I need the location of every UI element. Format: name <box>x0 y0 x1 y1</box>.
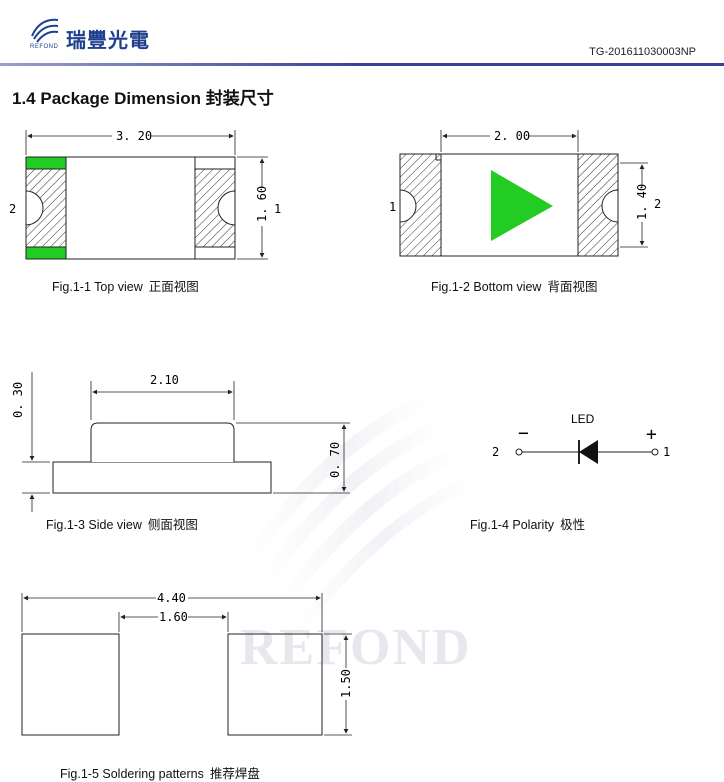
polarity-pin-left: 2 <box>492 445 499 459</box>
polarity-pin-right: 1 <box>663 445 670 459</box>
caption-side-view-en: Fig.1-3 Side view <box>46 518 142 532</box>
side-view-top-dim: 2.10 <box>150 373 179 387</box>
logo-text-cn: 瑞豐光電 <box>66 28 150 52</box>
caption-soldering-en: Fig.1-5 Soldering patterns <box>60 767 204 781</box>
soldering-pad-height-dim: 1.50 <box>339 669 353 698</box>
soldering-total-dim: 4.40 <box>157 591 186 605</box>
caption-top-view: Fig.1-1 Top view 正面视图 <box>52 276 199 295</box>
caption-bottom-view-cn: 背面视图 <box>547 279 598 294</box>
soldering-drawing <box>21 593 352 736</box>
caption-polarity: Fig.1-4 Polarity 极性 <box>470 514 585 533</box>
side-view-height-dim: 0. 70 <box>328 442 342 478</box>
top-view-length-dim: 3. 20 <box>116 129 152 143</box>
watermark-swoosh <box>244 393 478 636</box>
side-view-dome-dim: 0. 30 <box>11 382 25 418</box>
caption-soldering: Fig.1-5 Soldering patterns 推荐焊盘 <box>60 763 260 782</box>
logo-text-en: REFOND <box>30 44 59 50</box>
top-view-pin-left: 2 <box>9 202 16 216</box>
section-title-en: 1.4 Package Dimension <box>12 89 201 108</box>
caption-side-view: Fig.1-3 Side view 侧面视图 <box>46 514 198 533</box>
bottom-view-pin-left: 1 <box>389 200 396 214</box>
side-view-drawing <box>22 372 350 512</box>
header-rule <box>0 63 724 66</box>
section-title: 1.4 Package Dimension 封装尺寸 <box>12 84 274 109</box>
bottom-view-length-dim: 2. 00 <box>494 129 530 143</box>
bottom-view-width-dim: 1. 40 <box>635 184 649 220</box>
document-id: TG-201611030003NP <box>589 46 696 58</box>
bottom-view-pin-right: 2 <box>654 197 661 211</box>
top-view-width-dim: 1. 60 <box>255 186 269 222</box>
caption-bottom-view: Fig.1-2 Bottom view 背面视图 <box>431 276 597 295</box>
polarity-led-label: LED <box>571 412 595 426</box>
caption-side-view-cn: 侧面视图 <box>147 517 198 532</box>
top-view-pin-right: 1 <box>274 202 281 216</box>
caption-polarity-cn: 极性 <box>560 517 586 532</box>
bottom-view-drawing <box>399 130 648 257</box>
caption-soldering-cn: 推荐焊盘 <box>209 766 260 781</box>
caption-bottom-view-en: Fig.1-2 Bottom view <box>431 280 542 294</box>
polarity-drawing <box>515 440 659 464</box>
caption-top-view-cn: 正面视图 <box>148 279 199 294</box>
watermark-text: REFOND <box>240 619 472 676</box>
caption-top-view-en: Fig.1-1 Top view <box>52 280 143 294</box>
polarity-plus-sign: + <box>646 424 657 445</box>
section-title-cn: 封装尺寸 <box>205 89 274 109</box>
top-view-drawing <box>25 130 268 260</box>
refond-logo-icon <box>31 18 59 43</box>
caption-polarity-en: Fig.1-4 Polarity <box>470 518 555 532</box>
polarity-minus-sign: − <box>518 423 529 444</box>
soldering-gap-dim: 1.60 <box>159 610 188 624</box>
